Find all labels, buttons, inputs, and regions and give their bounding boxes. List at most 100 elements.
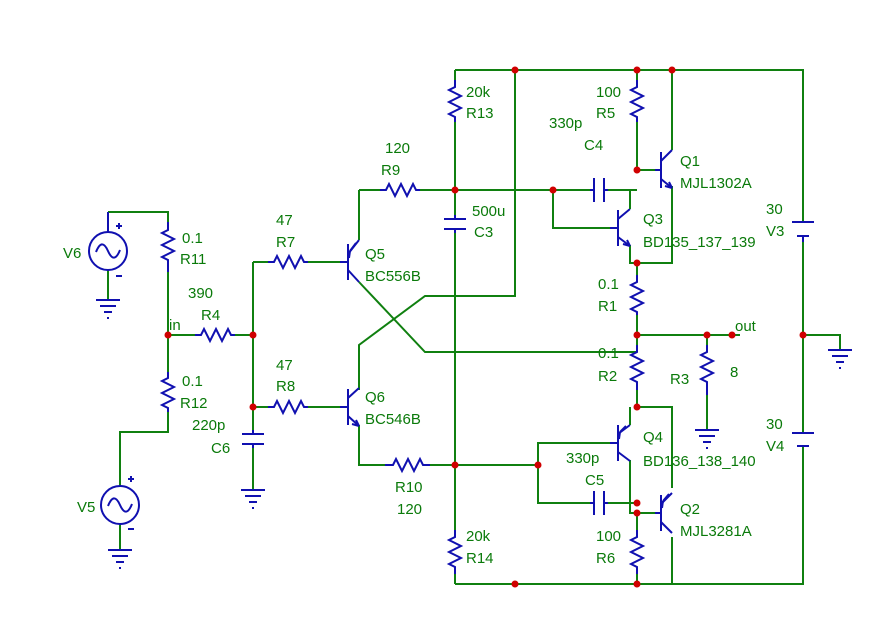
label-v6: V6: [63, 245, 81, 262]
ac-source-v5: [100, 476, 140, 530]
label-q2: Q2: [680, 501, 700, 518]
label-c4: C4: [584, 137, 603, 154]
label-r9: R9: [381, 162, 400, 179]
dc-sources: [792, 221, 814, 447]
ground-r3: [695, 429, 719, 449]
label-r3-value: 8: [730, 364, 738, 381]
labels: 20k R13 100 R5 330p C4 Q1 MJL1302A 120 R…: [63, 84, 784, 567]
label-r7-value: 47: [276, 212, 293, 229]
label-v4-value: 30: [766, 416, 783, 433]
resistor-r12: [159, 372, 177, 412]
label-c6: C6: [211, 440, 230, 457]
resistor-r14: [446, 530, 464, 574]
ground-supply: [828, 349, 852, 369]
label-q3: Q3: [643, 211, 663, 228]
transistor-q4: [610, 424, 631, 462]
label-r14-value: 20k: [466, 528, 491, 545]
battery-v3: [792, 221, 814, 242]
resistor-r1: [628, 275, 646, 315]
transistors: [340, 149, 673, 534]
ac-source-v6: [88, 212, 128, 277]
resistor-r6: [628, 530, 646, 574]
label-r4-value: 390: [188, 285, 213, 302]
label-c5-value: 330p: [566, 450, 599, 467]
label-r10: R10: [395, 479, 423, 496]
resistor-r3: [698, 345, 716, 395]
resistor-r2: [628, 345, 646, 390]
capacitor-c6: [242, 430, 264, 448]
label-v3-value: 30: [766, 201, 783, 218]
label-c4-value: 330p: [549, 115, 582, 132]
label-v3: V3: [766, 223, 784, 240]
resistor-r5: [628, 80, 646, 122]
wires: [107, 69, 841, 585]
label-r4: R4: [201, 307, 220, 324]
battery-v4: [792, 432, 814, 447]
label-r2-value: 0.1: [598, 345, 619, 362]
label-r7: R7: [276, 234, 295, 251]
label-q4: Q4: [643, 429, 663, 446]
label-r1-value: 0.1: [598, 276, 619, 293]
label-r8: R8: [276, 378, 295, 395]
label-q5: Q5: [365, 246, 385, 263]
ac-sources: [88, 212, 140, 530]
label-c6-value: 220p: [192, 417, 225, 434]
label-r5-value: 100: [596, 84, 621, 101]
capacitors: [242, 178, 608, 515]
resistor-r11: [159, 222, 177, 272]
label-r3: R3: [670, 371, 689, 388]
resistor-r13: [446, 80, 464, 122]
label-r10-value: 120: [397, 501, 422, 518]
transistor-q3: [610, 208, 631, 247]
label-out: out: [735, 318, 757, 335]
resistor-r8: [268, 398, 308, 416]
label-r11-value: 0.1: [182, 230, 203, 247]
label-v4: V4: [766, 438, 784, 455]
label-c5: C5: [585, 472, 604, 489]
label-q5-model: BC556B: [365, 268, 421, 285]
label-r5: R5: [596, 105, 615, 122]
capacitor-c3: [444, 215, 466, 233]
label-q3-model: BD135_137_139: [643, 234, 756, 251]
capacitor-c5: [590, 491, 608, 515]
resistor-r10: [385, 456, 430, 474]
label-r6: R6: [596, 550, 615, 567]
grounds: [96, 299, 852, 569]
label-q2-model: MJL3281A: [680, 523, 752, 540]
label-c3-value: 500u: [472, 203, 505, 220]
label-r11: R11: [180, 251, 206, 268]
ground-c6: [241, 489, 265, 509]
label-q4-model: BD136_138_140: [643, 453, 756, 470]
ground-v6: [96, 299, 120, 319]
transistor-q5: [340, 239, 360, 283]
label-in: in: [169, 317, 181, 334]
label-r12: R12: [180, 395, 208, 412]
label-r9-value: 120: [385, 140, 410, 157]
resistors: [159, 80, 716, 574]
label-q6: Q6: [365, 389, 385, 406]
label-r6-value: 100: [596, 528, 621, 545]
label-q1: Q1: [680, 153, 700, 170]
ground-v5: [108, 549, 132, 569]
transistor-q2: [655, 492, 673, 534]
label-r14: R14: [466, 550, 494, 567]
label-q1-model: MJL1302A: [680, 175, 752, 192]
resistor-r9: [380, 181, 420, 199]
resistor-r7: [268, 253, 308, 271]
label-r2: R2: [598, 368, 617, 385]
junctions: [164, 66, 807, 588]
label-r1: R1: [598, 298, 617, 315]
label-c3: C3: [474, 224, 493, 241]
label-v5: V5: [77, 499, 95, 516]
transistor-q6: [340, 387, 360, 427]
resistor-r4: [195, 326, 235, 344]
label-r13: R13: [466, 105, 494, 122]
transistor-q1: [655, 149, 673, 189]
capacitor-c4: [590, 178, 608, 202]
label-r12-value: 0.1: [182, 373, 203, 390]
label-q6-model: BC546B: [365, 411, 421, 428]
label-r13-value: 20k: [466, 84, 491, 101]
label-r8-value: 47: [276, 357, 293, 374]
